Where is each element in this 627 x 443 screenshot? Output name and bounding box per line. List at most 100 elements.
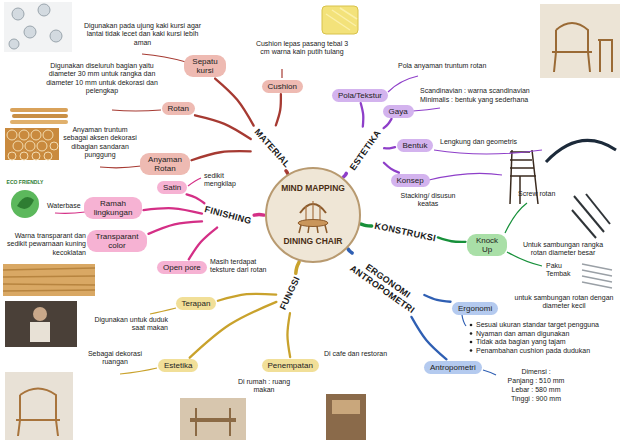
open-pore-texture-photo — [3, 264, 95, 296]
description-note: Digunakan untuk duduk saat makan — [90, 316, 168, 333]
branch-connector — [424, 295, 450, 302]
cushion-photo — [326, 8, 357, 30]
nail-gun-nails-photo — [582, 270, 612, 276]
branch-connector — [348, 249, 352, 253]
leader-line — [55, 212, 85, 213]
chair-illustration — [267, 169, 359, 261]
subtopic-text: Cushion — [268, 82, 297, 91]
room-decor-photo — [5, 372, 73, 440]
room-decor-photo — [16, 389, 60, 437]
leader-line — [188, 178, 201, 186]
branch-connector — [195, 115, 251, 139]
rattan-weave-photo — [5, 128, 59, 160]
dining-room-photo — [180, 398, 246, 440]
chair-feet-photo — [12, 8, 24, 20]
leader-line — [413, 108, 440, 111]
cafe-photo — [326, 394, 366, 440]
subtopic-text: Anyaman Rotan — [146, 155, 184, 173]
leader-line — [505, 203, 527, 233]
scandinavian-chair-photo — [552, 40, 612, 72]
leader-line — [388, 76, 418, 92]
nail-gun-nails-photo — [582, 264, 612, 270]
branch-connector — [384, 163, 399, 173]
branch-title: MATERIAL — [252, 127, 292, 170]
leader-line — [462, 315, 466, 326]
subtopic-text: Ramah lingkungan — [90, 199, 136, 217]
subtopic-text: Knock Up — [473, 236, 501, 254]
branch-connector — [361, 224, 371, 226]
description-note: Minimalis : bentuk yang sederhana — [420, 96, 560, 104]
central-topic-circle: MIND MAPPINGDINING CHAIR — [265, 167, 361, 263]
branch-connector — [438, 237, 466, 241]
dimension-heading: Dimensi : — [496, 368, 576, 376]
subtopic-text: Terapan — [182, 299, 211, 308]
branch-title: ERGONOMI ANTROPOMETRI — [347, 254, 423, 316]
description-note: Waterbase — [47, 202, 83, 210]
rattan-screw-photo — [586, 194, 610, 224]
subtopic-pill: Transparant color — [87, 230, 147, 252]
person-dining-photo — [33, 307, 47, 321]
bullet-dot — [470, 332, 473, 335]
subtopic-text: Estetika — [164, 361, 192, 370]
subtopic-text: Transparant color — [93, 232, 141, 250]
bullet-dot — [470, 341, 473, 344]
bullet-dot — [470, 324, 473, 327]
description-note: Sebagai dekorasi ruangan — [78, 350, 152, 367]
description-note: Anyaman truntum sebagai aksen dekorasi d… — [62, 126, 138, 160]
leader-line — [429, 173, 502, 180]
branch-connector — [384, 119, 392, 128]
branch-connector — [148, 221, 202, 234]
leader-line — [120, 368, 157, 374]
rattan-screw-photo — [572, 194, 610, 238]
chair-feet-photo — [24, 26, 36, 38]
description-note: Cushion lepas pasang tebal 3 cm warna ka… — [252, 40, 352, 57]
branch-label: KONSTRUKSI — [373, 221, 436, 244]
subtopic-text: Sepatu kursi — [190, 57, 220, 75]
nail-gun-nails-photo — [582, 282, 612, 288]
leader-line — [100, 166, 141, 168]
scandinavian-chair-photo — [540, 4, 620, 78]
branch-connector — [287, 313, 290, 357]
cafe-photo — [332, 400, 360, 414]
branch-connector — [296, 262, 299, 273]
room-decor-photo — [5, 372, 73, 440]
scandinavian-chair-photo — [540, 4, 620, 78]
chair-illustration — [306, 201, 320, 222]
subtopic-pill: Estetika — [158, 359, 198, 372]
badge-text: ECO FRIENDLY — [3, 179, 47, 185]
eco-friendly-badge — [11, 190, 39, 218]
subtopic-text: Open pore — [163, 263, 201, 272]
eco-friendly-badge — [11, 190, 39, 218]
branch-label: FINISHING — [203, 204, 252, 226]
description-note: Digunakan pada ujung kaki kursi agar lan… — [80, 22, 205, 47]
description-note: Lengkung dan geometris — [440, 138, 540, 146]
chair-illustration — [299, 225, 327, 233]
bullet-note: Sesuai ukuran standar target pengguna — [476, 321, 626, 329]
branch-title: FINISHING — [203, 204, 252, 226]
open-pore-texture-photo — [3, 268, 95, 291]
person-dining-photo — [5, 301, 77, 347]
subtopic-pill: Terapan — [176, 297, 217, 310]
subtopic-text: Konsep — [397, 176, 424, 185]
subtopic-text: Antropometri — [430, 363, 476, 372]
rattan-screw-photo — [574, 196, 604, 232]
chair-illustration — [298, 220, 328, 227]
rattan-sticks-photo — [10, 108, 68, 124]
branch-connector — [215, 79, 254, 126]
dimension-value: Panjang : 510 mm — [496, 377, 576, 385]
description-note: Di cafe dan restoran — [324, 350, 406, 358]
nail-gun-nails-photo — [582, 264, 612, 288]
dining-room-photo — [196, 408, 230, 436]
subtopic-text: Satin — [163, 183, 181, 192]
bullet-note: Tidak ada bagian yang tajam — [476, 338, 626, 346]
branch-title: KONSTRUKSI — [373, 221, 436, 244]
description-note: Untuk sambungan rangka rotan diameter be… — [514, 241, 612, 258]
description-note: Di rumah : ruang makan — [236, 378, 292, 395]
cafe-photo — [326, 394, 366, 440]
description-note: Stacking/ disusun keatas — [398, 192, 458, 209]
central-title: MIND MAPPING — [281, 183, 345, 193]
open-pore-texture-photo — [3, 264, 95, 296]
bullet-note: Penambahan cushion pada dudukan — [476, 347, 626, 355]
chair-feet-photo — [4, 2, 72, 52]
branch-title: ESTETIKA — [347, 128, 382, 172]
